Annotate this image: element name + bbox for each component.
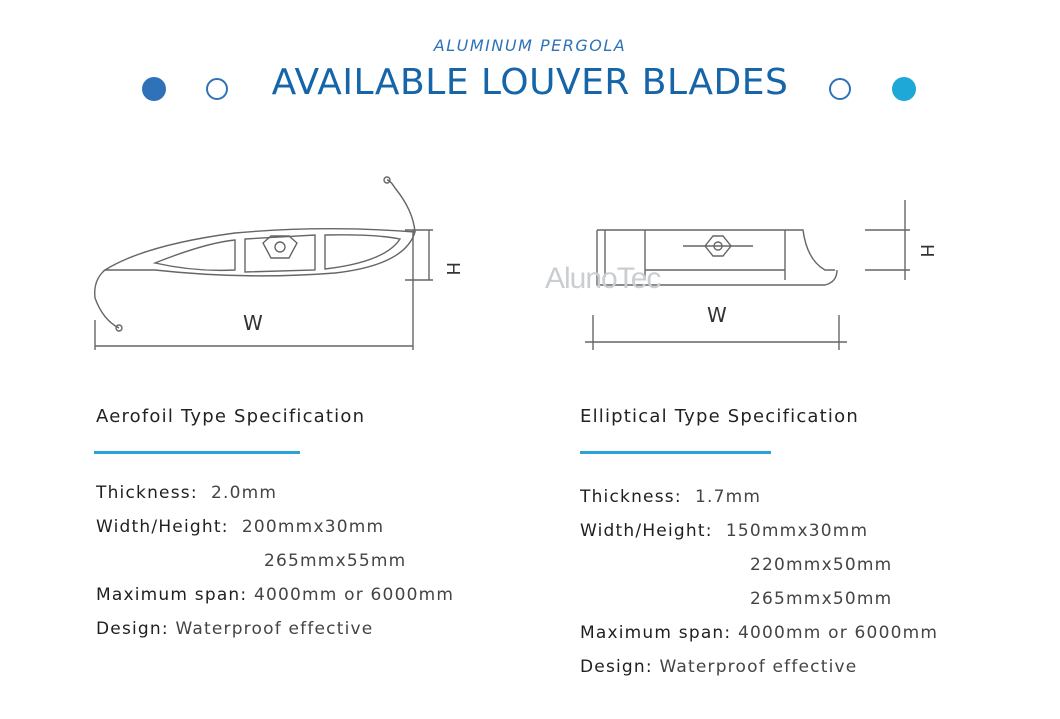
ring-dot-icon [206, 78, 228, 100]
size-line: Width/Height: 150mmx30mm [580, 514, 1000, 548]
elliptical-h-label: H [916, 244, 937, 258]
size-value: 200mmx30mm [241, 517, 385, 537]
size-label: Width/Height: [580, 521, 713, 541]
aerofoil-w-label: W [243, 311, 263, 335]
title-row: AVAILABLE LOUVER BLADES [0, 62, 1060, 112]
watermark-logo: AlunoTec [545, 262, 661, 295]
size-value: 150mmx30mm [725, 521, 869, 541]
span-label: Maximum span: [96, 585, 248, 605]
size-line: Width/Height: 200mmx30mm [96, 510, 516, 544]
eyebrow-text: ALUMINUM PERGOLA [433, 36, 627, 55]
thickness-line: Thickness: 2.0mm [96, 476, 516, 510]
aerofoil-h-label: H [442, 262, 463, 276]
size-label: Width/Height: [96, 517, 229, 537]
design-value: Waterproof effective [659, 657, 858, 677]
heading-underline [94, 451, 300, 454]
aerofoil-blade-diagram: W H [94, 176, 463, 350]
design-label: Design: [580, 657, 653, 677]
thickness-value: 2.0mm [210, 483, 278, 503]
aerofoil-spec: Aerofoil Type Specification Thickness: 2… [94, 406, 516, 646]
aerofoil-heading: Aerofoil Type Specification [96, 406, 366, 427]
thickness-line: Thickness: 1.7mm [580, 480, 1000, 514]
thickness-label: Thickness: [580, 487, 682, 507]
elliptical-spec: Elliptical Type Specification Thickness:… [580, 406, 1000, 684]
size-line: 265mmx50mm [580, 582, 1000, 616]
heading-underline [580, 451, 771, 454]
filled-dot-icon [142, 77, 166, 101]
size-value: 265mmx50mm [750, 589, 893, 609]
size-line: 220mmx50mm [580, 548, 1000, 582]
span-line: Maximum span: 4000mm or 6000mm [580, 616, 1000, 650]
thickness-label: Thickness: [96, 483, 198, 503]
size-value: 220mmx50mm [750, 555, 893, 575]
size-line: 265mmx55mm [96, 544, 516, 578]
design-value: Waterproof effective [175, 619, 374, 639]
design-line: Design: Waterproof effective [580, 650, 1000, 684]
ring-dot-icon [829, 78, 851, 100]
span-line: Maximum span: 4000mm or 6000mm [96, 578, 516, 612]
size-value: 265mmx55mm [264, 551, 407, 571]
span-value: 4000mm or 6000mm [737, 623, 939, 643]
page-title: AVAILABLE LOUVER BLADES [271, 62, 789, 103]
elliptical-heading: Elliptical Type Specification [580, 406, 859, 427]
elliptical-blade-diagram: W H [585, 200, 937, 350]
thickness-value: 1.7mm [694, 487, 762, 507]
design-label: Design: [96, 619, 169, 639]
design-line: Design: Waterproof effective [96, 612, 516, 646]
span-value: 4000mm or 6000mm [253, 585, 455, 605]
filled-dot-icon [892, 77, 916, 101]
span-label: Maximum span: [580, 623, 732, 643]
elliptical-w-label: W [707, 303, 727, 327]
